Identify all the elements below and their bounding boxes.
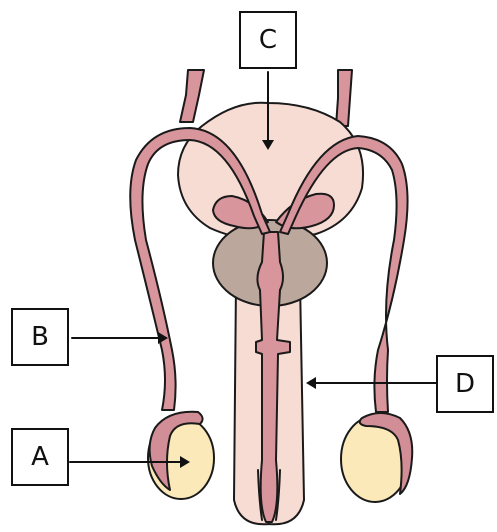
arrow-d xyxy=(306,377,436,389)
label-c: C xyxy=(239,11,297,69)
left-ureter xyxy=(180,70,204,122)
label-a: A xyxy=(11,428,69,486)
right-ureter xyxy=(336,70,352,126)
label-b: B xyxy=(11,308,69,366)
arrow-b xyxy=(72,332,168,344)
label-d: D xyxy=(436,355,494,413)
